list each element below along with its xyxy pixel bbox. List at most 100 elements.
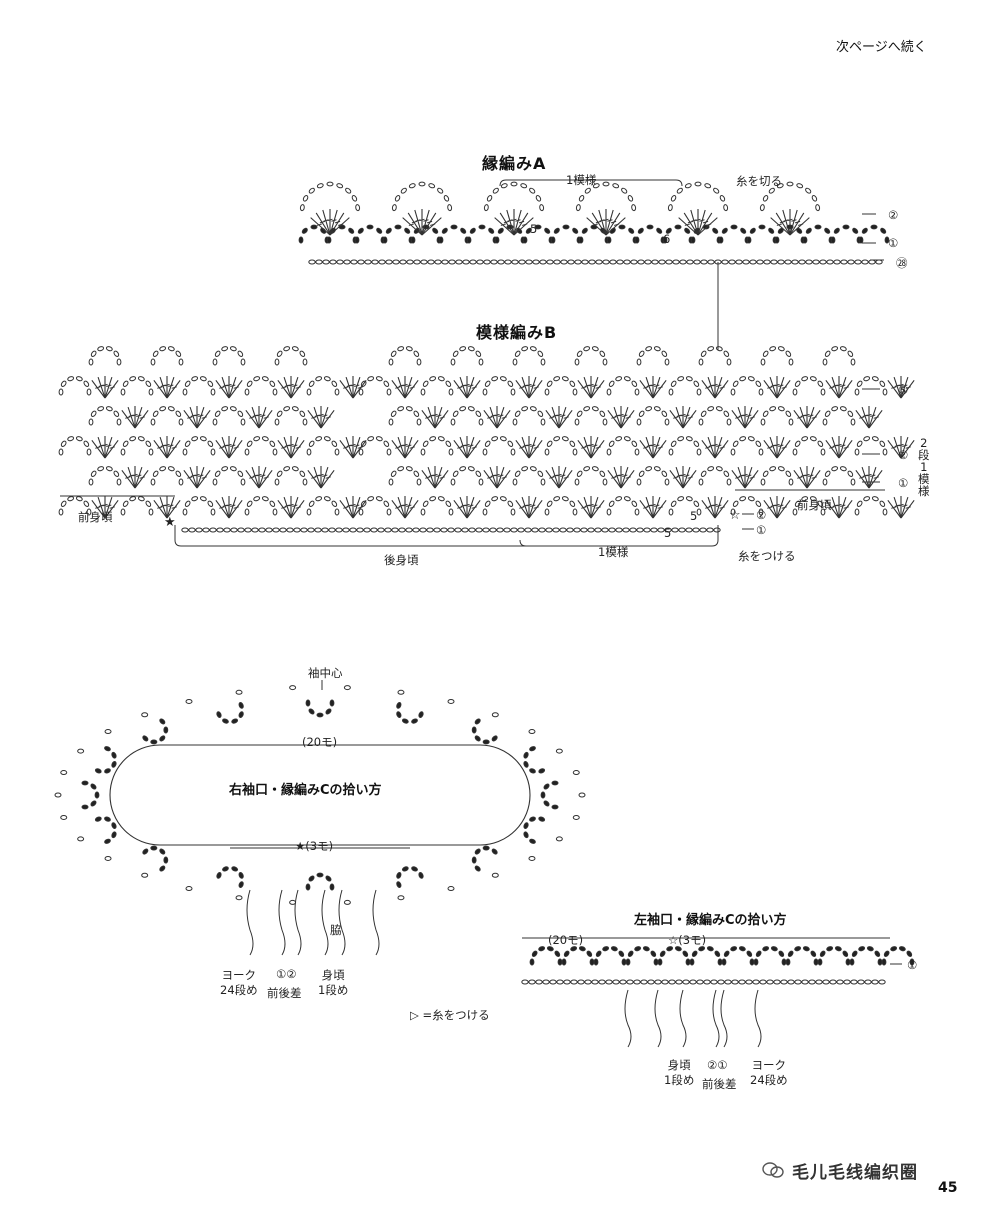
chain-stitch bbox=[747, 436, 755, 442]
chain-stitch bbox=[805, 227, 812, 234]
front-body-left-label: 前身頃 bbox=[78, 510, 113, 524]
chain-stitch bbox=[685, 958, 691, 966]
chain-stitch bbox=[636, 478, 642, 486]
chain-stitch bbox=[769, 406, 777, 412]
treble-stitch bbox=[521, 496, 530, 519]
stitch-tick bbox=[471, 446, 477, 449]
treble-stitch bbox=[825, 500, 840, 519]
chain-stitch bbox=[774, 236, 780, 244]
chain-stitch bbox=[447, 698, 455, 704]
chain-stitch bbox=[483, 259, 491, 265]
treble-stitch bbox=[196, 466, 205, 489]
stitch-tick bbox=[625, 476, 631, 479]
treble-stitch bbox=[329, 217, 350, 236]
stitch-tick bbox=[829, 446, 835, 449]
chain-stitch bbox=[383, 380, 390, 387]
chain-stitch bbox=[261, 496, 269, 502]
stitch-tick bbox=[774, 503, 780, 507]
chain-stitch bbox=[401, 866, 409, 872]
treble-stitch bbox=[228, 500, 243, 519]
stitch-tick bbox=[132, 473, 138, 477]
chain-stitch bbox=[191, 496, 199, 502]
chain-stitch bbox=[238, 711, 244, 718]
treble-stitch bbox=[620, 470, 635, 489]
stitch-tick bbox=[395, 446, 401, 449]
chain-stitch bbox=[643, 527, 651, 533]
treble-stitch bbox=[701, 500, 716, 519]
chain-stitch bbox=[546, 380, 553, 387]
treble-stitch bbox=[97, 496, 106, 519]
stitch-tick bbox=[415, 219, 421, 222]
chain-stitch bbox=[812, 259, 820, 265]
chain-stitch bbox=[422, 380, 429, 387]
chain-stitch bbox=[671, 527, 679, 533]
treble-stitch bbox=[744, 406, 753, 429]
treble-stitch bbox=[134, 466, 143, 489]
chain-stitch bbox=[833, 259, 841, 265]
chain-stitch bbox=[700, 350, 707, 357]
chain-stitch bbox=[111, 761, 117, 768]
treble-stitch bbox=[329, 212, 345, 236]
stitch-tick bbox=[581, 386, 587, 389]
stitch-tick bbox=[501, 476, 507, 479]
chain-stitch bbox=[150, 358, 156, 366]
stitch-tick bbox=[343, 446, 349, 449]
chain-stitch bbox=[863, 436, 871, 442]
chain-stitch bbox=[535, 195, 542, 202]
treble-stitch bbox=[513, 212, 529, 236]
chain-stitch bbox=[572, 508, 578, 516]
chain-stitch bbox=[246, 440, 253, 447]
chain-stitch bbox=[538, 527, 546, 533]
chain-stitch bbox=[316, 712, 324, 718]
chain-stitch bbox=[491, 436, 499, 442]
chain-stitch bbox=[686, 259, 694, 265]
chain-stitch bbox=[749, 958, 755, 966]
chain-stitch bbox=[116, 358, 122, 366]
chain-stitch bbox=[583, 406, 591, 412]
treble-stitch bbox=[245, 410, 260, 429]
chain-stitch bbox=[605, 979, 613, 985]
treble-stitch bbox=[196, 410, 211, 429]
chain-stitch bbox=[210, 508, 216, 516]
chain-stitch bbox=[884, 236, 890, 244]
stitch-tick bbox=[712, 443, 718, 447]
stitch-tick bbox=[699, 219, 705, 222]
treble-stitch bbox=[551, 406, 560, 429]
stitch-tick bbox=[800, 414, 806, 417]
treble-stitch bbox=[183, 470, 198, 489]
stitch-tick bbox=[402, 383, 408, 387]
chain-stitch bbox=[676, 187, 683, 194]
stitch-tick bbox=[109, 446, 115, 449]
chain-stitch bbox=[77, 748, 85, 754]
stitch-tick bbox=[249, 476, 255, 479]
treble-stitch bbox=[421, 217, 442, 236]
chain-stitch bbox=[723, 470, 730, 477]
stitch-tick bbox=[804, 473, 810, 477]
treble-stitch bbox=[345, 436, 354, 459]
chain-stitch bbox=[441, 227, 448, 234]
stitch-tick bbox=[408, 223, 414, 226]
chain-stitch bbox=[159, 718, 166, 725]
stitch-tick bbox=[610, 220, 617, 224]
chat-bubble-icon bbox=[762, 1161, 784, 1179]
stitch-tick bbox=[487, 416, 493, 419]
treble-stitch bbox=[776, 436, 785, 459]
chain-stitch bbox=[798, 259, 806, 265]
chain-stitch bbox=[214, 410, 221, 417]
stitch-tick bbox=[588, 443, 594, 447]
treble-stitch bbox=[707, 496, 716, 519]
chain-stitch bbox=[726, 358, 732, 366]
chain-stitch bbox=[326, 181, 334, 187]
chain-stitch bbox=[182, 448, 188, 456]
treble-stitch bbox=[583, 376, 592, 399]
chain-stitch bbox=[440, 527, 448, 533]
chain-stitch bbox=[690, 236, 696, 244]
stitch-tick bbox=[494, 413, 500, 417]
treble-stitch bbox=[513, 209, 522, 236]
stitch-tick bbox=[646, 504, 652, 507]
chain-stitch bbox=[760, 358, 766, 366]
chain-stitch bbox=[677, 496, 685, 502]
chain-stitch bbox=[482, 448, 488, 456]
chain-stitch bbox=[321, 527, 329, 533]
chain-stitch bbox=[499, 436, 507, 442]
